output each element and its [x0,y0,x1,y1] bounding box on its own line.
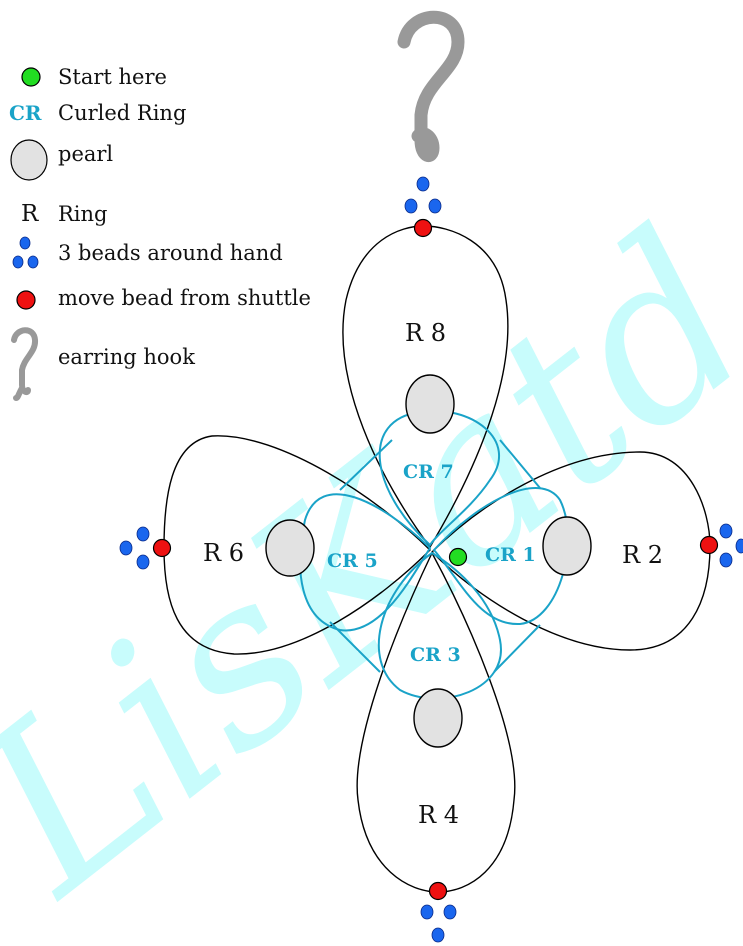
legend-move-bead-label: move bead from shuttle [58,286,311,310]
legend-start: Start here [21,65,167,89]
pearl-left [265,519,315,577]
start-dot-icon [21,67,41,87]
cr-label-cr5: CR 5 [327,550,378,572]
move-bead-icon [16,290,36,310]
earring-hook-icon [397,10,465,162]
legend-curled-ring: CR Curled Ring [9,101,186,125]
start-dot [448,547,468,567]
legend-ring-label: Ring [58,202,108,226]
legend-pearl-label: pearl [58,142,113,166]
beads-left [119,526,150,570]
legend-ring: R Ring [21,201,108,227]
pearl-right [542,516,592,576]
legend-hook: earring hook [11,327,195,401]
legend: Start here CR Curled Ring pearl R Ring 3… [9,65,311,401]
move-beads [152,218,719,901]
move-bead-top [413,218,433,238]
earring-hook-icon [11,327,38,401]
pearl-icon [10,139,48,181]
legend-start-label: Start here [58,65,167,89]
ring-label-r8: R 8 [405,319,446,347]
move-bead-right [699,535,719,555]
legend-cr-label: Curled Ring [58,101,186,125]
bead-clusters [119,176,743,943]
cr-symbol-icon: CR [9,101,42,125]
legend-move-bead: move bead from shuttle [16,286,311,310]
move-bead-left [152,538,172,558]
curled-ring-cr5 [299,493,432,632]
pearl-top [405,374,455,434]
three-beads-icon [12,236,39,269]
ring-label-r4: R 4 [418,801,459,829]
cr-label-cr7: CR 7 [403,461,454,483]
pearls [265,374,592,748]
beads-top [404,176,442,214]
cr-label-cr3: CR 3 [410,644,461,666]
ring-symbol-icon: R [21,201,39,227]
ring-label-r2: R 2 [622,541,663,569]
curled-ring-cr7 [378,409,500,547]
legend-beads-label: 3 beads around hand [58,241,283,265]
move-bead-bottom [428,881,448,901]
chain-top [339,439,541,491]
legend-pearl: pearl [10,139,113,181]
legend-beads: 3 beads around hand [12,236,283,269]
legend-hook-label: earring hook [58,345,195,369]
cr-label-cr1: CR 1 [485,544,536,566]
beads-bottom [420,904,457,943]
ring-label-r6: R 6 [203,539,244,567]
beads-right [719,523,743,568]
pearl-bottom [413,688,463,748]
